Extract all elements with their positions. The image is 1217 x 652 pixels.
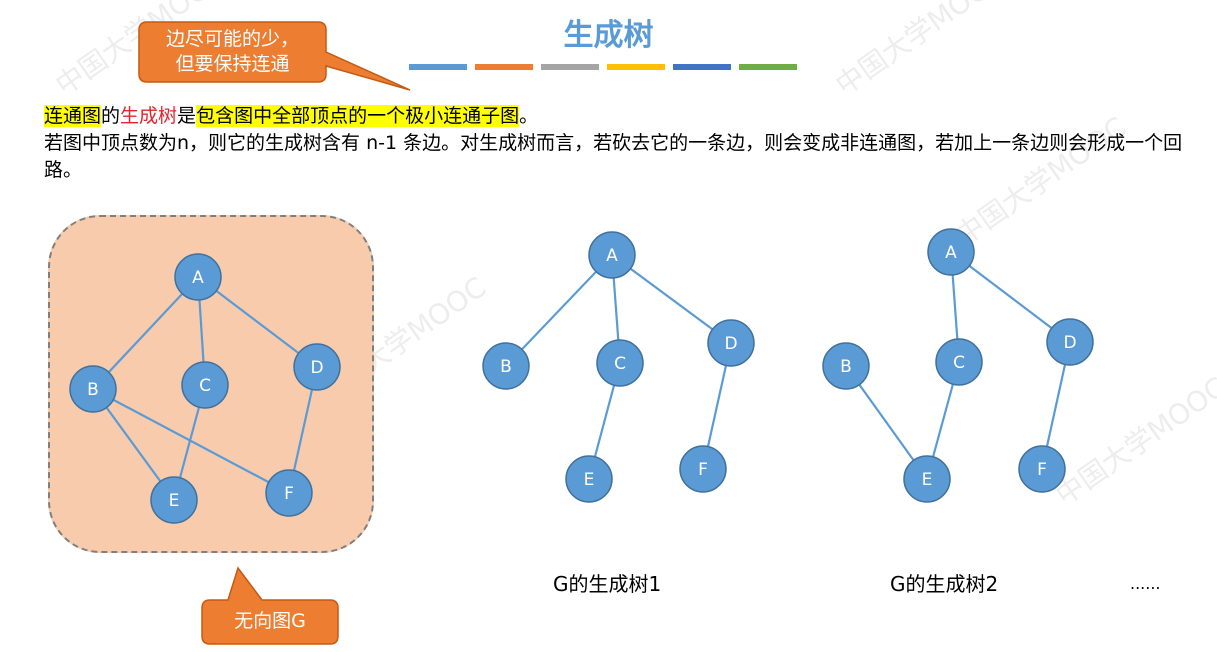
definition-text: 连通图的生成树是包含图中全部顶点的一个极小连通子图。 若图中顶点数为n，则它的生… <box>44 103 1184 184</box>
tree-1-node-label-B: B <box>500 357 512 377</box>
tree-2-node-label-E: E <box>922 470 933 490</box>
graph-G-node-label-D: D <box>310 358 323 378</box>
tree-1-node-E <box>565 455 613 503</box>
tree-2-node-B <box>822 342 870 390</box>
graph-G-node-label-C: C <box>199 376 211 396</box>
tree-2-node-label-D: D <box>1063 333 1076 353</box>
tree-1-edge-AD <box>611 254 732 344</box>
tree-1-node-C <box>596 339 644 387</box>
tree-1-node-label-C: C <box>614 354 626 374</box>
tree-2-node-label-B: B <box>840 357 852 377</box>
tree-2-node-A <box>927 228 975 276</box>
graph-G-node-B <box>69 365 117 413</box>
ellipsis: ...... <box>1130 574 1161 593</box>
tree-1-node-D <box>707 319 755 367</box>
definition-line2: 若图中顶点数为n，则它的生成树含有 n-1 条边。对生成树而言，若砍去它的一条边… <box>44 132 1183 181</box>
tree-1-node-label-F: F <box>698 460 708 480</box>
tree-2-node-E <box>903 455 951 503</box>
tree-2-node-C <box>935 338 983 386</box>
tree-2-node-label-F: F <box>1037 460 1047 480</box>
tree-2-node-label-A: A <box>945 243 957 263</box>
tree-2-node-D <box>1046 318 1094 366</box>
graph-G-node-label-E: E <box>169 491 180 511</box>
graph-G-node-label-F: F <box>284 484 294 504</box>
term-spanning-tree: 生成树 <box>120 105 178 127</box>
graph-G-node-label-B: B <box>87 380 99 400</box>
caption-tree-1: G的生成树1 <box>553 572 662 596</box>
tree-2-node-F <box>1018 445 1066 493</box>
caption-tree-2: G的生成树2 <box>890 572 999 596</box>
text-fragment: 的 <box>101 105 121 127</box>
graph-G-edge-AB <box>92 276 199 390</box>
color-bar-segment <box>739 64 797 70</box>
callout-top-line2: 但要保持连通 <box>175 53 290 75</box>
tree-1-node-label-D: D <box>724 334 737 354</box>
callout-bottom: 无向图G <box>234 610 306 632</box>
page-title: 生成树 <box>563 18 654 53</box>
graph-G-node-label-A: A <box>192 268 204 288</box>
tree-2-edge-AD <box>950 251 1071 343</box>
graph-G-node-C <box>181 361 229 409</box>
callout-top-line1: 边尽可能的少， <box>165 28 299 50</box>
color-bar-segment <box>607 64 665 70</box>
color-bar-segment <box>541 64 599 70</box>
color-bar-segment <box>475 64 533 70</box>
graph-G-node-A <box>174 253 222 301</box>
definition-line1: 连通图的生成树是包含图中全部顶点的一个极小连通子图。 <box>44 103 1184 130</box>
tree-1-node-B <box>482 342 530 390</box>
callout-top: 边尽可能的少， 但要保持连通 <box>139 27 326 77</box>
graph-G-edge-AD <box>197 276 318 368</box>
tree-2-node-label-C: C <box>953 353 965 373</box>
tree-1-node-A <box>588 231 636 279</box>
graph-G-node-F <box>265 469 313 517</box>
graph-G-node-E <box>150 476 198 524</box>
tree-1-node-F <box>679 445 727 493</box>
text-fragment: 。 <box>519 105 539 127</box>
tree-1-node-label-A: A <box>606 246 618 266</box>
tree-1-edge-AB <box>505 254 613 367</box>
text-fragment: 是 <box>177 105 197 127</box>
graph-G-node-D <box>293 343 341 391</box>
color-bar-segment <box>673 64 731 70</box>
term-connected-graph: 连通图 <box>44 105 102 127</box>
tree-1-node-label-E: E <box>584 470 595 490</box>
color-bar-segment <box>409 64 467 70</box>
definition-highlight: 包含图中全部顶点的一个极小连通子图 <box>196 105 520 127</box>
color-bar <box>409 64 797 70</box>
